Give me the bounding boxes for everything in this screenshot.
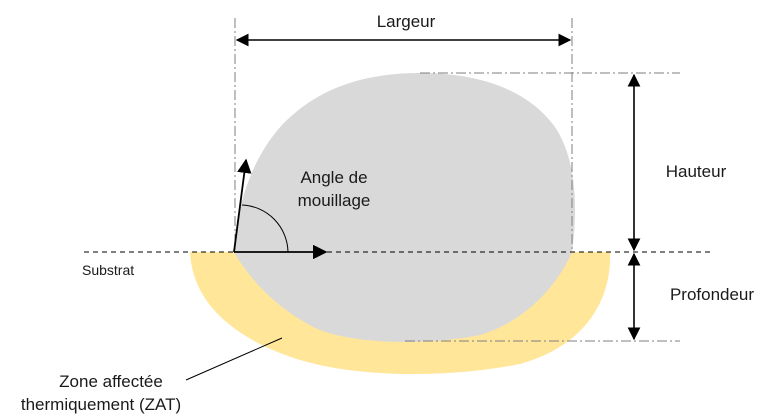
wetting-angle-label-line1: Angle de [300,168,367,187]
substrate-label: Substrat [82,262,134,278]
weld-bead [234,73,576,342]
width-label: Largeur [377,12,436,31]
zat-leader-line [185,337,283,381]
wetting-angle-arc [241,204,289,253]
height-label: Hauteur [666,162,727,181]
zat-label-line2: thermiquement (ZAT) [21,395,181,414]
depth-label: Profondeur [670,285,754,304]
zat-label-line1: Zone affectée [59,372,163,391]
wetting-angle-label-line2: mouillage [298,191,371,210]
tangent-arrow [233,158,252,253]
